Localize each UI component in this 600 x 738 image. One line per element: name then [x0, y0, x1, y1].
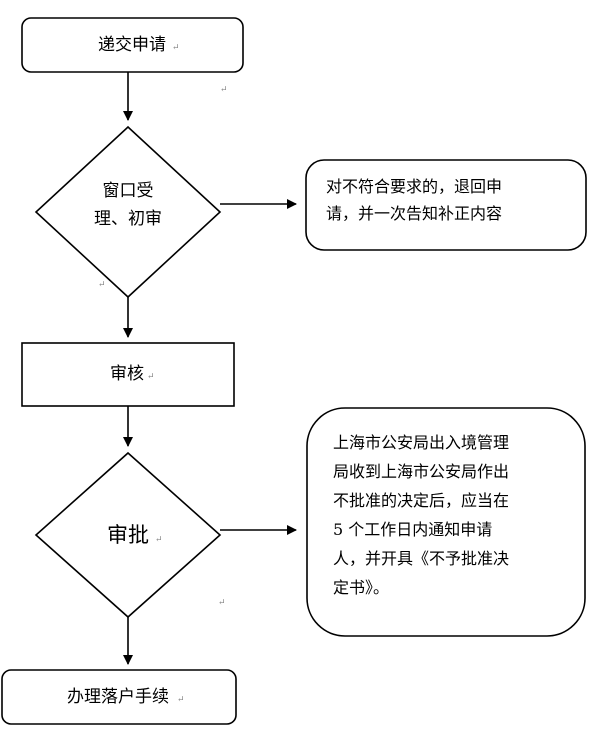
- settle-step: 办理落户手续 ↵: [1, 669, 237, 725]
- paragraph-mark: ↵: [147, 372, 155, 382]
- settle-step-label: 办理落户手续: [67, 687, 169, 707]
- return-note-box: [305, 159, 587, 251]
- notice-note-line: 局收到上海市公安局作出: [333, 462, 510, 481]
- notice-note-text: 上海市公安局出入境管理 局收到上海市公安局作出 不批准的决定后，应当在 5 个工…: [333, 428, 573, 602]
- return-note-text: 对不符合要求的，退回申 请，并一次告知补正内容: [326, 173, 576, 227]
- window-acceptance-label-line2: 理、初审: [94, 209, 162, 229]
- submit-step-label: 递交申请: [98, 35, 166, 55]
- return-note-line: 请，并一次告知补正内容: [326, 204, 503, 223]
- approval-decision: 审批 ↵: [34, 451, 222, 619]
- notice-note-line: 5 个工作日内通知申请: [333, 520, 493, 539]
- notice-note-line: 人，并开具《不予批准决: [333, 549, 510, 568]
- window-acceptance-decision: 窗口受 理、初审: [34, 125, 222, 299]
- approval-label: 审批: [107, 523, 149, 547]
- return-note-line: 对不符合要求的，退回申: [326, 177, 503, 196]
- review-step: 审核 ↵: [21, 342, 235, 407]
- paragraph-mark: ↵: [98, 280, 106, 290]
- notice-note-line: 上海市公安局出入境管理: [333, 433, 510, 452]
- paragraph-mark: ↵: [177, 695, 185, 705]
- notice-note-line: 不批准的决定后，应当在: [333, 491, 510, 510]
- window-acceptance-label-line1: 窗口受: [103, 181, 154, 201]
- notice-note-box: [306, 407, 586, 637]
- submit-step: 递交申请 ↵: [21, 17, 244, 73]
- paragraph-mark: ↵: [155, 535, 163, 545]
- notice-note-line: 定书》。: [333, 578, 390, 597]
- paragraph-mark: ↵: [218, 598, 226, 608]
- review-step-label: 审核: [110, 364, 144, 384]
- paragraph-mark: ↵: [172, 43, 180, 53]
- paragraph-mark: ↵: [220, 85, 228, 95]
